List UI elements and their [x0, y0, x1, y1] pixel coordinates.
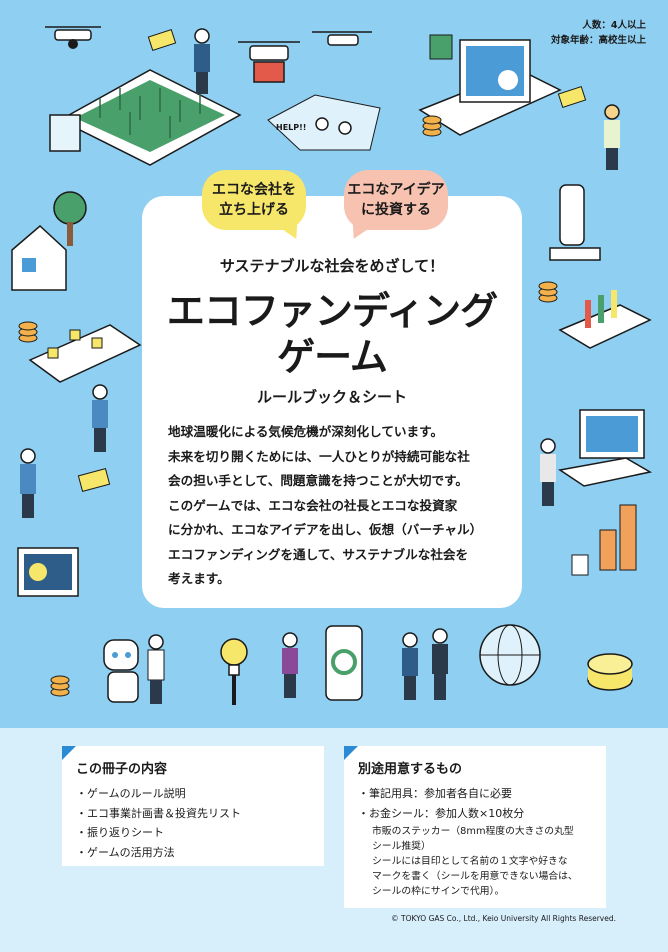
person-figure [92, 384, 108, 452]
factory-line-illustration [28, 324, 142, 383]
materials-list: 筆記用具：参加者各自に必要 お金シール：参加人数×10枚分 [358, 784, 524, 823]
note-line: シールの枠にサインで代用）。 [372, 886, 505, 897]
title-line: エコファンディング [166, 289, 498, 333]
title-line: ゲーム [277, 335, 388, 379]
person-figure [432, 628, 448, 700]
note-line: 市販のステッカー（8mm程度の大きさの丸型 [372, 826, 574, 837]
coin-stack-icon [50, 675, 70, 697]
list-item: お金シール：参加人数×10枚分 [358, 804, 524, 824]
list-item: 筆記用具：参加者各自に必要 [358, 784, 524, 804]
coin-stack-icon [18, 321, 38, 343]
help-scene: HELP!! [267, 94, 381, 151]
note-line: シール推奨） [372, 841, 431, 852]
note-line: マークを書く（シールを用意できない場合は、 [372, 871, 578, 882]
bubble-text: 立ち上げる [219, 202, 289, 218]
note-line: シールには目印として名前の１文字や好きな [372, 856, 568, 867]
game-meta: 人数：4人以上 対象年齢：高校生以上 [551, 18, 646, 48]
sticker-note: 市販のステッカー（8mm程度の大きさの丸型 シール推奨） シールには目印として名… [372, 824, 600, 899]
robot-icon [103, 639, 139, 703]
intro-line: に分かれ、エコなアイデアを出し、仮想（バーチャル） [168, 522, 483, 537]
trophy-pedestal-icon [587, 653, 633, 691]
eco-illustration: HELP!! [11, 26, 653, 705]
intro-line: このゲームでは、エコな会社の社長とエコな投資家 [168, 497, 458, 513]
drone-icon [45, 26, 101, 49]
intro-text: 地球温暖化による気候危機が深刻化しています。 未来を切り開くためには、一人ひとり… [168, 420, 504, 592]
laptop-illustration [558, 409, 653, 487]
list-item: 振り返りシート [76, 823, 241, 843]
person-figure [194, 28, 210, 94]
bubble-start-company: エコな会社を 立ち上げる [202, 170, 306, 230]
person-figure [402, 632, 418, 700]
subtitle: サステナブルな社会をめざして！ [219, 257, 445, 275]
copyright: © TOKYO GAS Co., Ltd., Keio University A… [391, 914, 616, 923]
intro-line: 考えます。 [168, 571, 230, 586]
farm-illustration [45, 26, 242, 166]
delivery-drone-icon [238, 41, 300, 83]
person-figure [147, 634, 165, 704]
intro-line: 会の担い手として、問題意識を持つことが大切です。 [168, 473, 468, 488]
person-figure [20, 448, 36, 518]
money-icon [77, 468, 111, 492]
dashboard-screen-illustration [17, 547, 79, 597]
panel-corner [62, 746, 76, 760]
house-illustration [11, 191, 87, 291]
intro-line: 地球温暖化による気候危機が深刻化しています。 [168, 424, 444, 439]
microscope-icon [549, 184, 601, 261]
materials-panel: 別途用意するもの 筆記用具：参加者各自に必要 お金シール：参加人数×10枚分 市… [344, 746, 606, 908]
title-card [142, 196, 522, 608]
person-figure [540, 438, 556, 506]
person-figure [282, 632, 298, 698]
player-count: 人数：4人以上 [582, 20, 646, 31]
computer-desk-illustration [418, 34, 562, 136]
rulebook-label: ルールブック＆シート [256, 388, 407, 406]
intro-line: エコファンディングを通して、サステナブルな社会を [168, 546, 469, 562]
globe-icon [479, 624, 541, 686]
bar-chart-icon [571, 504, 637, 576]
coin-stack-icon [422, 115, 442, 137]
contents-panel: この冊子の内容 ゲームのルール説明 エコ事業計画書＆投資先リスト 振り返りシート… [62, 746, 324, 866]
contents-list: ゲームのルール説明 エコ事業計画書＆投資先リスト 振り返りシート ゲームの活用方… [76, 784, 241, 862]
test-tubes-icon [558, 290, 652, 349]
bubble-text: に投資する [361, 202, 431, 218]
lightbulb-icon [220, 638, 248, 705]
bubble-text: エコな会社を [212, 182, 296, 198]
target-age: 対象年齢：高校生以上 [550, 35, 646, 46]
list-item: ゲームの活用方法 [76, 843, 241, 863]
panel-corner [344, 746, 358, 760]
svg-text:HELP!!: HELP!! [276, 123, 306, 132]
drone-icon [312, 31, 372, 46]
bubble-text: エコなアイデア [347, 182, 445, 198]
intro-line: 未来を切り開くためには、一人ひとりが持続可能な社 [168, 448, 470, 464]
list-item: エコ事業計画書＆投資先リスト [76, 804, 241, 824]
page-title: エコファンディング ゲーム [142, 288, 522, 380]
bubble-invest-idea: エコなアイデア に投資する [344, 170, 448, 230]
coin-stack-icon [538, 281, 558, 303]
materials-heading: 別途用意するもの [358, 762, 463, 777]
contents-heading: この冊子の内容 [76, 762, 168, 777]
list-item: ゲームのルール説明 [76, 784, 241, 804]
person-figure [604, 104, 620, 170]
smartphone-icon [325, 625, 363, 701]
tree-icon [53, 191, 87, 225]
money-icon [557, 86, 587, 108]
money-icon [147, 29, 177, 51]
